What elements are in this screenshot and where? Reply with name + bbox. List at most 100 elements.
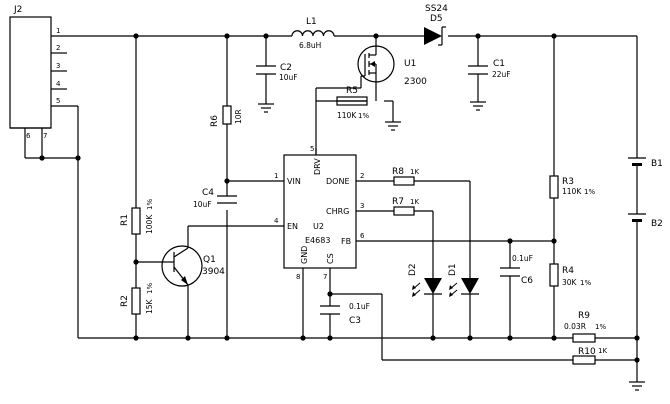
resistor-r5: R5 110K 1% — [336, 86, 369, 120]
r3-ref: R3 — [562, 177, 574, 187]
u2-pinnum-drv: 5 — [310, 145, 314, 153]
c1-ref: C1 — [493, 59, 505, 69]
j2-ref: J2 — [13, 5, 22, 15]
transistor-q1: Q1 3904 — [161, 245, 225, 287]
q1-part: 3904 — [202, 267, 225, 277]
inductor-l1: L1 6.8uH — [291, 17, 335, 50]
r3-tolerance: 1% — [584, 188, 595, 196]
u2-pinnum-chrg: 3 — [360, 202, 364, 210]
resistor-r3: R3 110K 1% — [549, 175, 595, 199]
ic-u2: VIN EN GND CS DRV DONE CHRG FB U2 E4683 … — [274, 145, 365, 281]
c6-ref: C6 — [521, 276, 533, 286]
r9-value: 0.03R — [564, 322, 586, 331]
j2-pin-7: 7 — [43, 132, 47, 140]
u2-pin-done: DONE — [326, 177, 350, 186]
diode-d5: SS24 D5 — [424, 4, 448, 46]
capacitor-c3: 0.1uF C3 — [320, 302, 370, 326]
r10-ref: R10 — [578, 347, 596, 357]
c3-value: 0.1uF — [349, 302, 370, 311]
b2-ref: B2 — [651, 219, 663, 229]
u2-pin-cs: CS — [326, 253, 335, 264]
l1-value: 6.8uH — [299, 41, 321, 50]
ground-symbol-r5 — [385, 121, 401, 131]
r9-ref: R9 — [578, 311, 590, 321]
l1-ref: L1 — [306, 17, 317, 27]
u2-pinnum-gnd: 8 — [296, 273, 300, 281]
r4-tolerance: 1% — [580, 279, 591, 287]
r10-value: 1K — [598, 347, 607, 355]
u2-pinnum-vin: 1 — [274, 172, 278, 180]
resistor-r4: R4 30K 1% — [549, 263, 591, 287]
capacitor-c6: 0.1uF C6 — [500, 254, 533, 286]
j2-pin-6: 6 — [26, 132, 31, 140]
ground-symbol-c1 — [470, 101, 486, 111]
c4-value: 10uF — [193, 200, 212, 209]
d1-ref: D1 — [448, 263, 458, 276]
c2-ref: C2 — [280, 63, 292, 73]
r2-ref: R2 — [120, 295, 130, 307]
c3-ref: C3 — [349, 316, 361, 326]
r2-tolerance: 1% — [146, 283, 154, 294]
resistor-r1: R1 100K 1% — [120, 199, 154, 235]
r7-value: 1K — [410, 198, 419, 206]
r1-ref: R1 — [120, 214, 130, 226]
connector-j2: J2 1 2 3 4 5 6 7 — [9, 5, 67, 141]
u2-pin-vin: VIN — [287, 177, 301, 186]
j2-pin-5: 5 — [56, 97, 60, 105]
r8-value: 1K — [410, 168, 419, 176]
b1-ref: B1 — [651, 159, 663, 169]
r5-tolerance: 1% — [358, 112, 369, 120]
r4-value: 30K — [562, 278, 578, 287]
wires — [24, 35, 638, 382]
capacitor-c2: C2 10uF — [256, 63, 298, 82]
mosfet-u1: U1 2300 — [357, 45, 427, 88]
resistor-r7: R7 1K — [392, 197, 419, 216]
junction-dots — [39, 33, 640, 363]
battery-b2: B2 — [628, 213, 663, 229]
r6-value: 10R — [234, 109, 243, 124]
d5-ref: D5 — [430, 14, 443, 24]
d5-part: SS24 — [425, 4, 448, 14]
r1-value: 100K — [145, 214, 154, 234]
c1-value: 22uF — [492, 70, 511, 79]
resistor-r2: R2 15K 1% — [120, 283, 154, 315]
j2-pin-3: 3 — [56, 62, 60, 70]
r7-ref: R7 — [392, 197, 404, 207]
resistor-r10: R10 1K — [572, 347, 607, 365]
c6-value: 0.1uF — [512, 254, 533, 263]
u1-ref: U1 — [404, 59, 416, 69]
r6-ref: R6 — [210, 115, 220, 127]
r5-ref: R5 — [346, 86, 358, 96]
battery-b1: B1 — [628, 157, 663, 169]
resistor-r6: R6 10R — [210, 105, 243, 127]
ground-symbol-c2 — [258, 103, 274, 113]
u2-pinnum-cs: 7 — [323, 273, 327, 281]
u2-pin-gnd: GND — [300, 246, 309, 264]
r4-ref: R4 — [562, 266, 574, 276]
d2-ref: D2 — [408, 263, 418, 276]
led-d2: D2 — [408, 263, 442, 297]
r1-tolerance: 1% — [146, 199, 154, 210]
r9-tolerance: 1% — [595, 323, 606, 331]
r2-value: 15K — [145, 298, 154, 314]
u2-pin-chrg: CHRG — [326, 207, 349, 216]
u2-pinnum-done: 2 — [360, 172, 364, 180]
j2-pin-2: 2 — [56, 44, 60, 52]
led-d1: D1 — [448, 263, 479, 297]
u2-ref: U2 — [313, 222, 324, 231]
c4-ref: C4 — [202, 188, 214, 198]
resistor-r8: R8 1K — [392, 167, 419, 186]
c2-value: 10uF — [279, 73, 298, 82]
capacitor-c1: C1 22uF — [468, 59, 511, 79]
r8-ref: R8 — [392, 167, 404, 177]
u2-part: E4683 — [305, 236, 330, 245]
r5-value: 110K — [337, 111, 357, 120]
u1-part: 2300 — [404, 77, 427, 87]
ground-symbol-main — [629, 381, 645, 391]
u2-pin-fb: FB — [341, 237, 351, 246]
capacitor-c4: C4 10uF — [193, 188, 237, 209]
r3-value: 110K — [562, 187, 582, 196]
j2-pin-1: 1 — [56, 27, 60, 35]
u2-pin-drv: DRV — [313, 158, 322, 175]
resistor-r9: R9 0.03R 1% — [564, 311, 606, 343]
